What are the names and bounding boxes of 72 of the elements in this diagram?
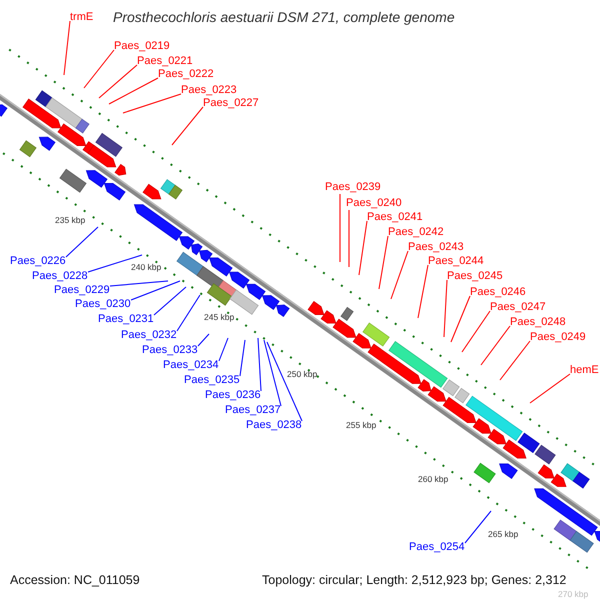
leader-line (258, 338, 262, 392)
gene-label: Paes_0222 (158, 68, 214, 81)
leader-line (480, 326, 510, 366)
gene-label: hemE (570, 364, 599, 377)
leader-line (130, 280, 180, 300)
leader-line (462, 310, 490, 352)
leader-line (108, 78, 158, 104)
leader-line (172, 106, 204, 146)
position-label: 240 kbp (131, 262, 162, 272)
position-label: 255 kbp (346, 420, 376, 430)
leader-line (264, 340, 282, 406)
gene-label: Paes_0242 (388, 226, 444, 239)
gene-label: Paes_0245 (447, 270, 503, 283)
gene-label: Paes_0238 (246, 419, 302, 432)
gene-label: Paes_0229 (54, 284, 110, 297)
gene-label: trmE (70, 11, 94, 24)
leader-line (348, 210, 350, 268)
leader-line (98, 64, 138, 98)
leader-line (88, 254, 142, 272)
leader-line (530, 374, 570, 404)
leader-line (266, 342, 302, 422)
leader-line (122, 94, 182, 114)
gene-label: Paes_0236 (205, 389, 261, 402)
gene-label: Paes_0235 (184, 374, 240, 387)
position-label: 250 kbp (287, 369, 318, 379)
leader-line (358, 220, 368, 276)
gene-label: Paes_0247 (490, 301, 546, 314)
leader-line (378, 236, 388, 290)
gene-label: Paes_0232 (121, 329, 177, 342)
leader-line (240, 340, 246, 376)
gene-label: Paes_0240 (346, 197, 402, 210)
gene-label: Paes_0227 (203, 97, 259, 110)
position-label: 235 kbp (55, 215, 86, 225)
leader-line (390, 250, 408, 300)
gene-label: Paes_0219 (114, 40, 170, 53)
gene-label: Paes_0246 (470, 286, 526, 299)
leader-line (418, 264, 428, 318)
leader-line (64, 20, 70, 76)
leader-line (450, 296, 470, 342)
gene-label: Paes_0228 (32, 270, 88, 283)
leader-line (110, 280, 168, 286)
gene-label: Paes_0226 (10, 255, 66, 268)
leader-line (218, 338, 228, 362)
gene-label: Paes_0233 (142, 344, 198, 357)
gene-label: Paes_0237 (225, 404, 281, 417)
gene-label: Paes_0221 (137, 55, 193, 68)
leader-line (444, 280, 448, 338)
position-label: 270 kbp (558, 589, 588, 599)
gene-label: Paes_0241 (367, 211, 423, 224)
gene-label: Paes_0231 (98, 313, 154, 326)
gene-label: Paes_0230 (75, 298, 131, 311)
footer-text: Topology: circular; Length: 2,512,923 bp; Genes: 2,312 (262, 573, 566, 587)
position-label: 260 kbp (418, 474, 448, 484)
leader-line (84, 50, 114, 88)
leader-line (464, 510, 492, 544)
gene-label: Paes_0248 (510, 316, 566, 329)
leader-line (66, 226, 98, 258)
leader-line (198, 334, 210, 346)
leader-line (154, 286, 186, 316)
gene-label: Paes_0239 (325, 181, 381, 194)
leader-line (500, 340, 530, 380)
map-title: Prosthecochloris aestuarii DSM 271, complete genome (113, 9, 455, 26)
gene-label: Paes_0223 (181, 84, 237, 97)
gene-label: Paes_0254 (409, 541, 465, 554)
gene-label: Paes_0243 (408, 241, 464, 254)
gene-label: Paes_0244 (428, 255, 484, 268)
footer-text: Accession: NC_011059 (10, 573, 140, 587)
leader-line (176, 294, 200, 332)
position-label: 245 kbp (204, 312, 234, 322)
position-label: 265 kbp (488, 529, 518, 539)
gene-label: Paes_0234 (163, 359, 219, 372)
gene-label: Paes_0249 (530, 331, 586, 344)
